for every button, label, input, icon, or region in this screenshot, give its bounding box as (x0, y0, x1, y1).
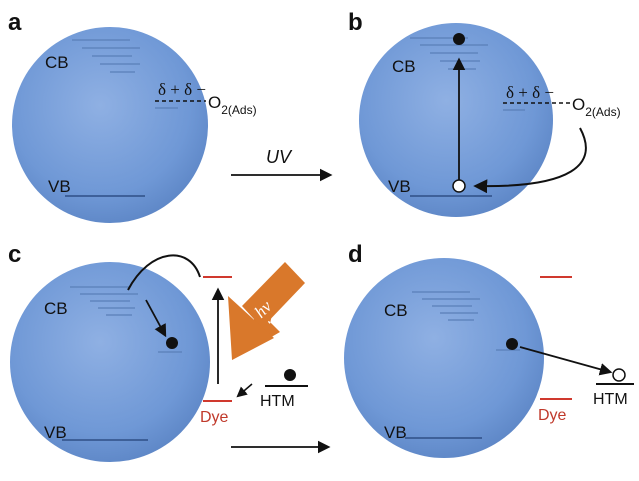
electron-b (453, 33, 465, 45)
recombination-arrow-d (519, 346, 613, 376)
vb-label-a: VB (48, 177, 71, 196)
hv-light-arrow-body (242, 262, 305, 328)
cb-label-d: CB (384, 301, 408, 320)
panel-label-d: d (348, 241, 363, 268)
cb-label-b: CB (392, 57, 416, 76)
electron-c (166, 337, 178, 349)
sphere-d (344, 258, 544, 458)
vb-label-c: VB (44, 423, 67, 442)
dye-label-d: Dye (538, 407, 567, 424)
cb-levels-c (70, 286, 182, 353)
panel-d: d CB VB Dye HTM (344, 241, 634, 458)
adsorption-charge-b: δ + δ − (506, 83, 554, 102)
uv-label: UV (266, 147, 293, 167)
o2-molecule-b: O2(Ads) (572, 95, 621, 119)
htm-label-c: HTM (260, 393, 295, 410)
dye-label-c: Dye (200, 409, 229, 426)
regeneration-arrow-c (236, 383, 253, 398)
uv-transition-arrow: UV (231, 147, 333, 182)
panel-label-b: b (348, 9, 363, 36)
vb-label-b: VB (388, 177, 411, 196)
injection-arrow-c (127, 254, 201, 291)
panel-a: a CB VB δ + δ − O2(Ads) (8, 9, 257, 223)
panel-label-c: c (8, 241, 21, 268)
panel-b: b CB VB δ + δ − O2(Ads) (348, 9, 621, 217)
hv-light-arrow-head (228, 296, 274, 360)
sphere-b (359, 23, 553, 217)
adsorption-charge-a: δ + δ − (158, 80, 206, 99)
vb-label-d: VB (384, 423, 407, 442)
cb-label-c: CB (44, 299, 68, 318)
electron-d (506, 338, 518, 350)
panel-label-a: a (8, 9, 22, 36)
cb-levels-d (412, 291, 520, 351)
relaxation-arrow-c (145, 299, 167, 338)
sphere-c (10, 262, 210, 462)
o2-molecule-a: O2(Ads) (208, 93, 257, 117)
sphere-a (12, 27, 208, 223)
cb-levels-a (72, 39, 178, 109)
hole-b (452, 179, 466, 193)
htm-label-d: HTM (593, 391, 628, 408)
htm-hole-carrier-c (284, 369, 296, 381)
cb-label-a: CB (45, 53, 69, 72)
htm-hole-d (612, 368, 626, 382)
panel-c: c CB VB Dye hv HTM (8, 241, 308, 462)
hole-capture-arrow-b (473, 127, 587, 194)
